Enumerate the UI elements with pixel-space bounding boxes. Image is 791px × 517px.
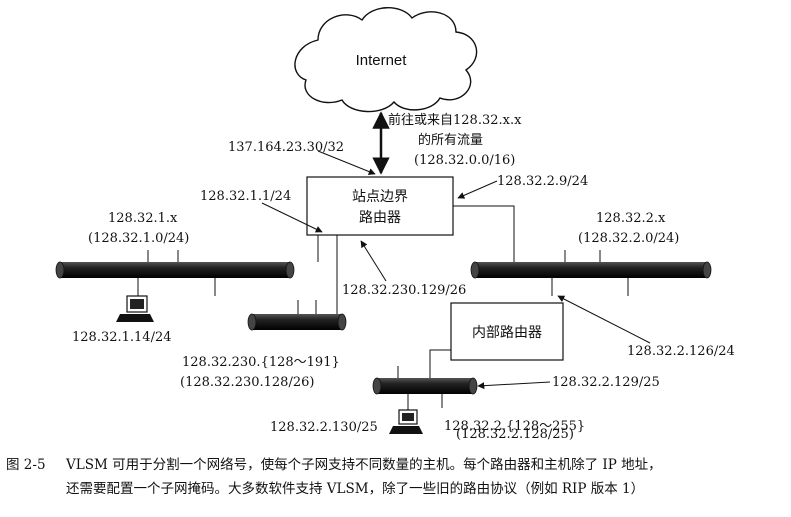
computer-icon	[389, 409, 423, 434]
network-diagram: Internet 前往或来自128.32.x.x 的所有流量 (128.32.0…	[55, 7, 735, 440]
border-router-if-right: 128.32.2.9/24	[497, 174, 588, 189]
wan-ip-pointer	[317, 150, 376, 175]
net-right-bus	[470, 250, 712, 296]
figure-number: 图 2-5	[6, 457, 46, 473]
caption-line-2: 还需要配置一个子网掩码。大多数软件支持 VLSM，除了一些旧的路由协议（例如 R…	[66, 481, 645, 497]
if-left-pointer	[261, 202, 323, 233]
internal-router-if-upper: 128.32.2.126/24	[627, 344, 735, 359]
net-right-label: 128.32.2.x	[596, 211, 666, 226]
net-left-cidr: (128.32.1.0/24)	[88, 231, 189, 246]
net-low-host-ip: 128.32.2.130/25	[270, 420, 378, 435]
link-border-right	[453, 205, 515, 262]
internal-router: 内部路由器	[450, 302, 564, 361]
border-router-label-1: 站点边界	[352, 189, 408, 205]
uplink-label-2: 的所有流量	[418, 132, 483, 148]
net-left-label: 128.32.1.x	[108, 211, 178, 226]
net-mid-bus	[247, 300, 347, 331]
net-low-bus	[372, 366, 478, 412]
net-right-cidr: (128.32.2.0/24)	[578, 231, 679, 246]
computer-icon	[116, 295, 154, 322]
net-low-label: 128.32.2.{128～255}	[444, 419, 585, 434]
border-router-if-left: 128.32.1.1/24	[200, 189, 291, 204]
if-lower-pointer	[477, 381, 551, 390]
net-mid-label: 128.32.230.{128～191}	[182, 355, 340, 370]
border-router-label-2: 路由器	[359, 210, 401, 226]
uplink-label-1: 前往或来自128.32.x.x	[388, 112, 522, 128]
border-router-if-bottom: 128.32.230.129/26	[342, 283, 466, 298]
if-right-pointer	[457, 180, 498, 199]
caption-line-1: VLSM 可用于分割一个网络号，使每个子网支持不同数量的主机。每个路由器和主机除…	[66, 457, 662, 473]
internal-router-label: 内部路由器	[472, 325, 542, 341]
figure-caption: 图 2-5 VLSM 可用于分割一个网络号，使每个子网支持不同数量的主机。每个路由…	[6, 453, 786, 501]
border-router: 站点边界 路由器	[306, 176, 454, 236]
net-mid-cidr: (128.32.230.128/26)	[180, 375, 314, 390]
internet-label: Internet	[356, 52, 408, 69]
net-low-cidr: (128.32.2.128/25)	[456, 427, 574, 440]
uplink-label-3: (128.32.0.0/16)	[414, 153, 515, 168]
internet-cloud: Internet	[294, 7, 478, 113]
wan-ip-label: 137.164.23.30/32	[228, 140, 344, 155]
if-upper-pointer	[557, 295, 651, 344]
if-bottom-pointer	[360, 240, 387, 282]
internal-router-if-lower: 128.32.2.129/25	[552, 375, 660, 390]
link-internal-low	[429, 349, 451, 378]
net-left-bus	[55, 250, 295, 296]
net-left-host-ip: 128.32.1.14/24	[72, 330, 172, 345]
